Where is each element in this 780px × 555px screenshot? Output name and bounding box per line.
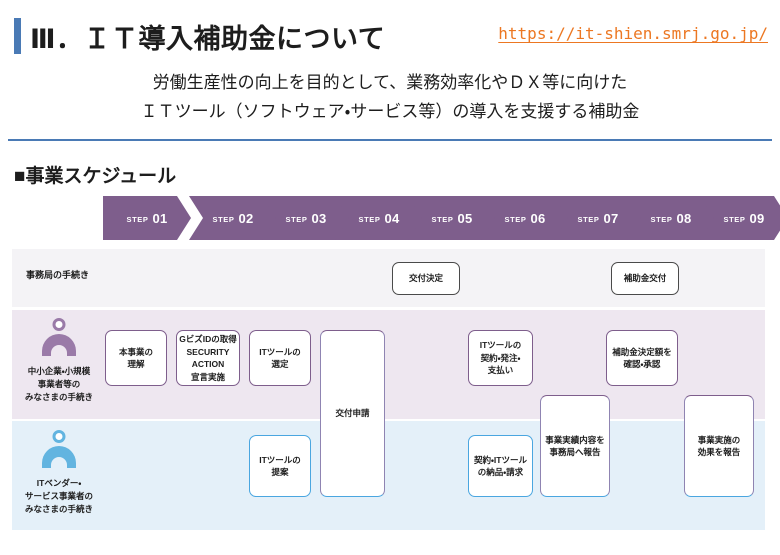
sme-box-report-effects[interactable]: 事業実施の 効果を報告 <box>684 395 754 497</box>
step-arrow-04[interactable]: STEP 04 <box>335 196 423 240</box>
lane-label-sme-line-1: 中小企業・小規模 <box>27 366 91 376</box>
vendor-box-2-line-1: 契約・ITツール <box>474 454 527 465</box>
sme-box-3-line-2: 選定 <box>271 359 289 369</box>
sme-box-2-line-3: ACTION <box>191 359 225 369</box>
step-label-03: STEP <box>285 214 308 224</box>
sme-box-report-results[interactable]: 事業実績内容を 事務局へ報告 <box>540 395 610 497</box>
step-arrow-07[interactable]: STEP 07 <box>554 196 642 240</box>
subtitle-line-2: ＩＴツール（ソフトウェア・サービス等）の導入を支援する補助金 <box>140 102 640 121</box>
step-number-01: 01 <box>152 210 168 226</box>
sme-person-head-icon <box>52 318 66 331</box>
lane-label-sme: 中小企業・小規模 事業者等の みなさまの手続き <box>16 365 102 404</box>
step-number-06: 06 <box>530 210 546 226</box>
step-arrow-08[interactable]: STEP 08 <box>627 196 715 240</box>
step-arrow-02[interactable]: STEP 02 <box>189 196 277 240</box>
vendor-person-head-icon <box>52 430 66 443</box>
step-arrow-row: STEP 01 STEP 02 STEP 03 STEP 04 STEP 05 … <box>103 196 768 240</box>
sme-box-2-line-4: 宣言実施 <box>190 371 225 382</box>
sme-box-2-line-1: GビズIDの取得 <box>179 334 237 344</box>
step-arrow-01[interactable]: STEP 01 <box>103 196 191 240</box>
step-arrow-05[interactable]: STEP 05 <box>408 196 496 240</box>
shared-box-grant-application[interactable]: 交付申請 <box>320 330 385 497</box>
sme-box-understand-program[interactable]: 本事業の 理解 <box>105 330 167 386</box>
lane-label-vendor-line-2: サービス事業者の <box>24 491 93 501</box>
sme-box-6-line-2: 事務局へ報告 <box>549 447 601 457</box>
sme-person-body-icon <box>42 334 76 356</box>
page-title: Ⅲ．ＩＴ導入補助金について <box>30 24 386 54</box>
step-label-08: STEP <box>650 214 673 224</box>
vendor-box-contract-delivery-invoice[interactable]: 契約・ITツール の納品・請求 <box>468 435 533 497</box>
step-label-04: STEP <box>358 214 381 224</box>
lane-label-sme-line-3: みなさまの手続き <box>24 392 93 402</box>
sme-box-4-line-3: 支払い <box>487 365 514 376</box>
lane-label-secretariat: 事務局の手続き <box>26 270 90 280</box>
lane-label-vendor-line-1: ITベンダー・ <box>36 478 82 488</box>
sme-box-7-line-1: 事業実施の <box>697 434 741 445</box>
sme-box-2-line-2: SECURITY <box>186 346 230 357</box>
step-label-07: STEP <box>577 214 600 224</box>
sme-box-4-line-1: ITツールの <box>479 340 522 351</box>
vendor-box-1-line-2: 提案 <box>271 467 289 477</box>
sme-box-contract-order-payment[interactable]: ITツールの 契約・発注・ 支払い <box>468 330 533 386</box>
step-label-01: STEP <box>126 214 149 224</box>
sme-person-icon <box>37 318 81 356</box>
sme-box-3-line-1: ITツールの <box>259 346 301 357</box>
sme-box-4-line-2: 契約・発注・ <box>480 352 521 363</box>
sme-box-gbizid-security-action[interactable]: GビズIDの取得 SECURITY ACTION 宣言実施 <box>176 330 240 386</box>
vendor-box-2-line-2: の納品・請求 <box>477 467 524 477</box>
subtitle: 労働生産性の向上を目的として、業務効率化やＤＸ等に向けた ＩＴツール（ソフトウェ… <box>0 68 780 126</box>
step-number-02: 02 <box>238 210 254 226</box>
lane-label-vendor: ITベンダー・ サービス事業者の みなさまの手続き <box>16 477 102 516</box>
lane-label-vendor-line-3: みなさまの手続き <box>24 504 93 514</box>
sme-box-5-line-1: 補助金決定額を <box>612 346 672 357</box>
sme-box-1-line-1: 本事業の <box>118 346 153 357</box>
lane-label-sme-line-2: 事業者等の <box>37 379 81 389</box>
subtitle-line-1: 労働生産性の向上を目的として、業務効率化やＤＸ等に向けた <box>152 73 628 92</box>
step-number-05: 05 <box>457 210 473 226</box>
step-arrow-03[interactable]: STEP 03 <box>262 196 350 240</box>
vendor-person-body-icon <box>42 446 76 468</box>
header-divider <box>8 139 772 141</box>
secretariat-box-subsidy-payment[interactable]: 補助金交付 <box>611 262 679 295</box>
secretariat-box-grant-decision[interactable]: 交付決定 <box>392 262 460 295</box>
sme-box-7-line-2: 効果を報告 <box>697 447 741 457</box>
step-label-06: STEP <box>504 214 527 224</box>
step-number-09: 09 <box>749 210 765 226</box>
step-label-02: STEP <box>212 214 235 224</box>
sme-box-confirm-approve-amount[interactable]: 補助金決定額を 確認・承認 <box>606 330 678 386</box>
vendor-person-icon <box>37 430 81 468</box>
step-label-05: STEP <box>431 214 454 224</box>
sme-box-6-line-1: 事業実績内容を <box>545 434 605 445</box>
sme-box-5-line-2: 確認・承認 <box>623 359 661 369</box>
section-heading: ■事業スケジュール <box>14 166 177 187</box>
step-number-03: 03 <box>311 210 327 226</box>
lane-vendor <box>12 421 765 530</box>
step-number-08: 08 <box>676 210 692 226</box>
step-number-04: 04 <box>384 210 400 226</box>
title-accent-bar <box>14 18 21 54</box>
vendor-box-propose-it-tool[interactable]: ITツールの 提案 <box>249 435 311 497</box>
program-url-link[interactable]: https://it-shien.smrj.go.jp/ <box>498 24 768 43</box>
vendor-box-1-line-1: ITツールの <box>259 454 301 465</box>
step-label-09: STEP <box>723 214 746 224</box>
sme-box-select-it-tool[interactable]: ITツールの 選定 <box>249 330 311 386</box>
step-arrow-06[interactable]: STEP 06 <box>481 196 569 240</box>
sme-box-1-line-2: 理解 <box>127 359 145 369</box>
step-number-07: 07 <box>603 210 619 226</box>
